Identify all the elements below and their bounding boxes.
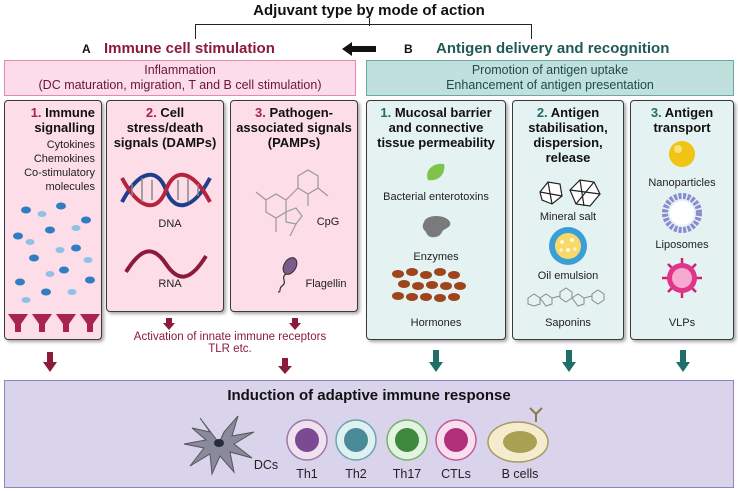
liposome-icon: [662, 193, 702, 233]
oil-emulsion-icon: [549, 227, 587, 265]
flagellin-icon: [277, 257, 298, 293]
th1-cell-icon: [286, 419, 328, 461]
arrow-down-b3-icon: [676, 350, 690, 372]
innate-receptor-note: Activation of innate immune receptors TL…: [110, 331, 350, 355]
arrow-down-b2-icon: [562, 350, 576, 372]
hormones-label: Hormones: [410, 317, 462, 329]
ctl-cell-icon: [435, 419, 477, 461]
adaptive-response-title: Induction of adaptive immune response: [227, 387, 511, 404]
th2-cell-icon: [335, 419, 377, 461]
title-stem: [369, 18, 370, 26]
th2-label: Th2: [345, 467, 367, 481]
flagellin-label: Flagellin: [305, 278, 347, 290]
oil-emulsion-label: Oil emulsion: [537, 270, 599, 282]
left-arrow-icon: [342, 42, 376, 56]
innate-note-line1: Activation of innate immune receptors: [133, 331, 327, 343]
enterotoxin-icon: [427, 163, 445, 181]
rna-label: RNA: [158, 278, 182, 290]
chemokines-label: Chemokines: [33, 153, 95, 165]
arrow-down-note-icon: [278, 358, 292, 374]
hormones-icon: [392, 268, 466, 302]
arrow-down-a1-icon: [43, 352, 57, 372]
panel-a2-number: 2.: [145, 105, 157, 120]
inflammation-band: Inflammation (DC maturation, migration, …: [4, 60, 356, 96]
enzyme-icon: [422, 216, 451, 238]
panel-a1-number: 1.: [30, 105, 42, 120]
panel-antigen-stabilisation: 2. Antigen stabilisation, dispersion, re…: [512, 100, 624, 340]
section-a-heading: Immune cell stimulation: [104, 40, 275, 57]
mineral-salt-icon: [539, 179, 601, 207]
dendritic-cell-icon: [183, 415, 255, 476]
rna-icon: [124, 249, 208, 279]
panel-pamps: 3. Pathogen-associated signals (PAMPs): [230, 100, 358, 312]
th17-cell-icon: [386, 419, 428, 461]
panel-b2-title: Antigen stabilisation, dispersion, relea…: [528, 105, 608, 165]
arrow-down-a2-icon: [163, 318, 175, 330]
antigen-uptake-band-line1: Promotion of antigen uptake: [471, 63, 629, 77]
signalling-molecules-icon: [8, 202, 100, 332]
panel-b3-title: Antigen transport: [653, 105, 714, 135]
b-cell-icon: [487, 407, 549, 463]
panel-b1-number: 1.: [380, 105, 392, 120]
panel-b2-number: 2.: [536, 105, 548, 120]
antigen-uptake-band: Promotion of antigen uptake Enhancement …: [366, 60, 734, 96]
section-a-letter: A: [82, 42, 91, 56]
panel-a3-number: 3.: [254, 105, 266, 120]
dna-icon: [120, 172, 212, 208]
antigen-uptake-band-line2: Enhancement of antigen presentation: [446, 78, 654, 92]
ctls-label: CTLs: [441, 467, 471, 481]
costim-label-1: Co-stimulatory: [24, 167, 95, 179]
diagram-title: Adjuvant type by mode of action: [253, 2, 485, 19]
section-b-letter: B: [404, 42, 413, 56]
enterotoxins-label: Bacterial enterotoxins: [383, 191, 489, 203]
cytokines-label: Cytokines: [46, 139, 95, 151]
mineral-salt-label: Mineral salt: [539, 211, 597, 223]
liposomes-label: Liposomes: [655, 239, 709, 251]
vlps-label: VLPs: [668, 317, 696, 329]
enzymes-label: Enzymes: [413, 251, 459, 263]
vlp-icon: [662, 258, 702, 298]
costim-label-2: molecules: [45, 181, 95, 193]
dcs-label: DCs: [253, 458, 279, 472]
arrow-down-b1-icon: [429, 350, 443, 372]
th1-label: Th1: [296, 467, 318, 481]
panel-a3-title: Pathogen-associated signals (PAMPs): [236, 105, 352, 150]
b-cells-label: B cells: [501, 467, 539, 481]
inflammation-band-line1: Inflammation: [144, 63, 216, 77]
saponins-icon: [527, 287, 605, 307]
panel-b1-title: Mucosal barrier and connective tissue pe…: [377, 105, 495, 150]
cpg-molecule-icon: [255, 169, 329, 237]
panel-a1-title: Immune signalling: [34, 105, 95, 135]
saponins-label: Saponins: [545, 317, 591, 329]
nanoparticle-icon: [669, 141, 695, 167]
dna-label: DNA: [158, 218, 182, 230]
inflammation-band-line2: (DC maturation, migration, T and B cell …: [38, 78, 322, 92]
panel-damps: 2. Cell stress/death signals (DAMPs): [106, 100, 224, 312]
panel-b3-number: 3.: [650, 105, 662, 120]
title-bracket: [195, 24, 532, 39]
arrow-down-a3-icon: [289, 318, 301, 330]
th17-label: Th17: [392, 467, 422, 481]
panel-a2-title: Cell stress/death signals (DAMPs): [113, 105, 217, 150]
nanoparticles-label: Nanoparticles: [648, 177, 716, 189]
section-b-heading: Antigen delivery and recognition: [436, 40, 670, 57]
innate-note-line2: TLR etc.: [208, 343, 252, 355]
cpg-label: CpG: [316, 216, 340, 228]
